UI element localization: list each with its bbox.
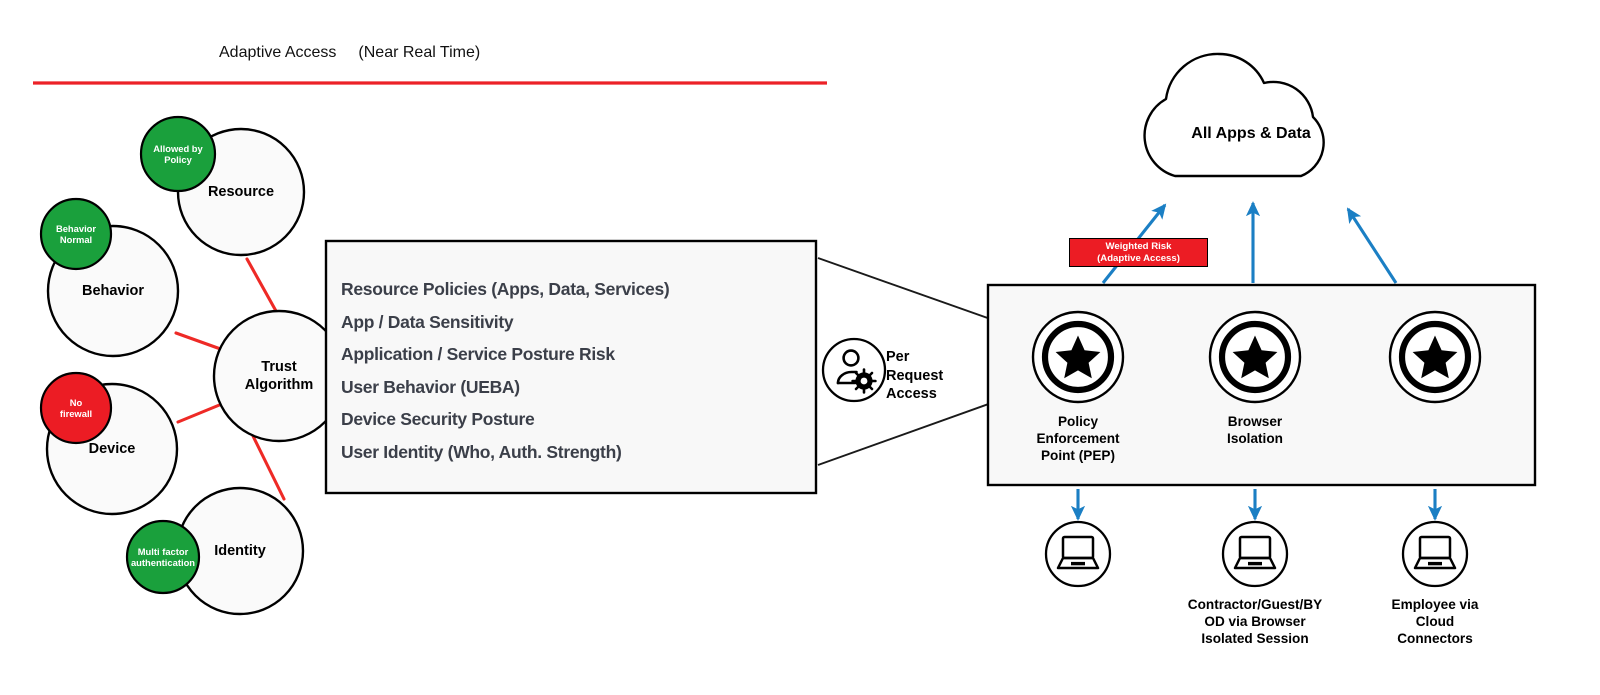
weighted-risk-badge: Weighted Risk (Adaptive Access) xyxy=(1069,238,1208,267)
user-gear-icon xyxy=(836,349,860,385)
per-request-access-label: Per Request Access xyxy=(886,349,944,402)
star-badge-third xyxy=(1388,310,1482,404)
endpoint-badge-1 xyxy=(1044,520,1112,588)
arrows-to-endpoints xyxy=(1070,489,1443,521)
title-main: Adaptive Access xyxy=(219,44,337,61)
column-label-browser-isolation: Browser Isolation xyxy=(1227,414,1283,446)
bubble-label-resource: Resource xyxy=(207,184,275,200)
chip-label-no-firewall: No firewall xyxy=(59,397,93,419)
title-subtitle: (Near Real Time) xyxy=(358,44,481,61)
policy-line: Application / Service Posture Risk xyxy=(341,344,615,365)
laptop-icon xyxy=(1413,535,1457,570)
link-resource-trust xyxy=(245,257,283,322)
per-request-access-badge xyxy=(821,337,887,403)
bubble-label-behavior: Behavior xyxy=(81,283,145,299)
policy-line: Resource Policies (Apps, Data, Services) xyxy=(341,279,670,299)
chip-label-mfa: Multi factor authentication xyxy=(130,546,196,568)
cloud-label: All Apps & Data xyxy=(1191,125,1311,142)
policy-line: App / Data Sensitivity xyxy=(341,311,514,332)
endpoint-badge-3 xyxy=(1401,520,1469,588)
endpoint-badges xyxy=(1044,520,1469,588)
endpoint-label-employee: Employee via Cloud Connectors xyxy=(1391,597,1479,646)
chip-behavior-normal xyxy=(39,197,113,271)
chip-mfa xyxy=(125,519,201,595)
arrow-connector-to-cloud xyxy=(1346,207,1398,284)
bubble-label-identity: Identity xyxy=(214,543,266,559)
page-title: Adaptive Access (Near Real Time) xyxy=(219,44,480,62)
column-label-policy-enforcement-point: Policy Enforcement Point (PEP) xyxy=(1036,414,1120,463)
cloud-icon xyxy=(1143,52,1325,178)
policy-line: User Behavior (UEBA) xyxy=(341,376,520,397)
laptop-icon xyxy=(1233,535,1277,570)
policy-line: Device Security Posture xyxy=(341,409,535,430)
per-request-circle xyxy=(821,337,887,403)
star-badges xyxy=(1031,310,1482,404)
policy-criteria-list: Resource Policies (Apps, Data, Services)… xyxy=(341,273,801,469)
endpoint-label-contractor: Contractor/Guest/BY OD via Browser Isola… xyxy=(1187,597,1323,646)
chip-label-behavior-normal: Behavior Normal xyxy=(55,223,97,245)
laptop-icon xyxy=(1056,535,1100,570)
star-badge-browser-isolation xyxy=(1208,310,1302,404)
chip-allowed-by-policy xyxy=(139,115,217,193)
status-chips xyxy=(39,115,217,595)
bubble-label-device: Device xyxy=(88,441,136,457)
link-identity-trust xyxy=(251,434,286,501)
policy-box xyxy=(324,239,818,495)
chip-label-allowed-by-policy: Allowed by Policy xyxy=(153,143,203,165)
bubble-label-trust-algorithm: Trust Algorithm xyxy=(244,359,314,393)
endpoint-badge-2 xyxy=(1221,520,1289,588)
chip-no-firewall xyxy=(39,371,113,445)
gear-glyph xyxy=(851,368,877,394)
star-badge-policy-enforcement-point xyxy=(1031,310,1125,404)
policy-line: User Identity (Who, Auth. Strength) xyxy=(341,441,622,462)
